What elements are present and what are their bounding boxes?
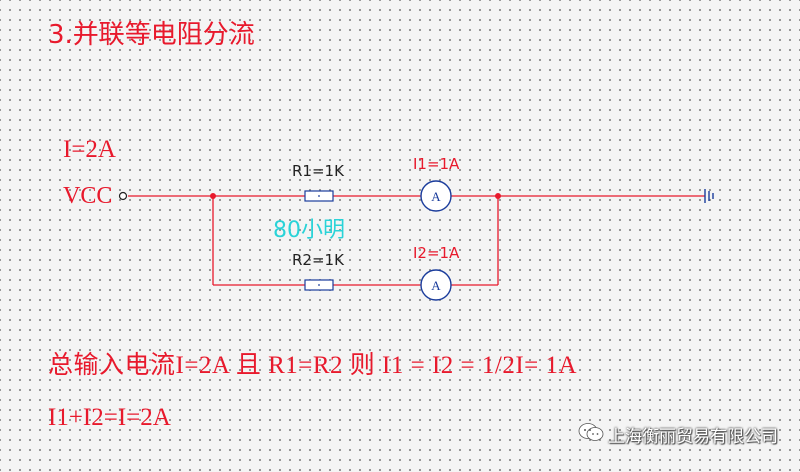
watermark-text: 80小明: [273, 218, 345, 243]
vcc-terminal-icon: [118, 191, 128, 201]
junction-node-left: [210, 193, 216, 199]
total-current-label: I=2A: [63, 136, 116, 163]
svg-text:A: A: [431, 189, 441, 204]
ammeter-2-label: I2=1A: [413, 244, 460, 262]
resistor-r1-label: R1=1K: [292, 162, 344, 180]
svg-text:A: A: [431, 278, 441, 293]
ammeter-1-icon: A: [420, 180, 452, 212]
brand-text: 上海衡丽贸易有限公司: [608, 427, 778, 447]
ammeter-1-label: I1=1A: [413, 155, 460, 173]
equation-line-2: I1+I2=I=2A: [48, 404, 171, 431]
resistor-r1-icon: [304, 190, 334, 202]
wechat-icon: [578, 422, 604, 447]
resistor-r2-label: R2=1K: [292, 251, 344, 269]
ammeter-2-icon: A: [420, 269, 452, 301]
ground-icon: [704, 189, 714, 203]
brand-watermark: 上海衡丽贸易有限公司: [578, 422, 778, 447]
resistor-r2-icon: [304, 279, 334, 291]
equation-line-1: 总输入电流I=2A 且 R1=R2 则 I1 = I2 = 1/2I= 1A: [48, 352, 578, 379]
vcc-label: VCC: [63, 183, 113, 209]
junction-node-right: [495, 193, 501, 199]
page-title: 3.并联等电阻分流: [48, 20, 255, 50]
